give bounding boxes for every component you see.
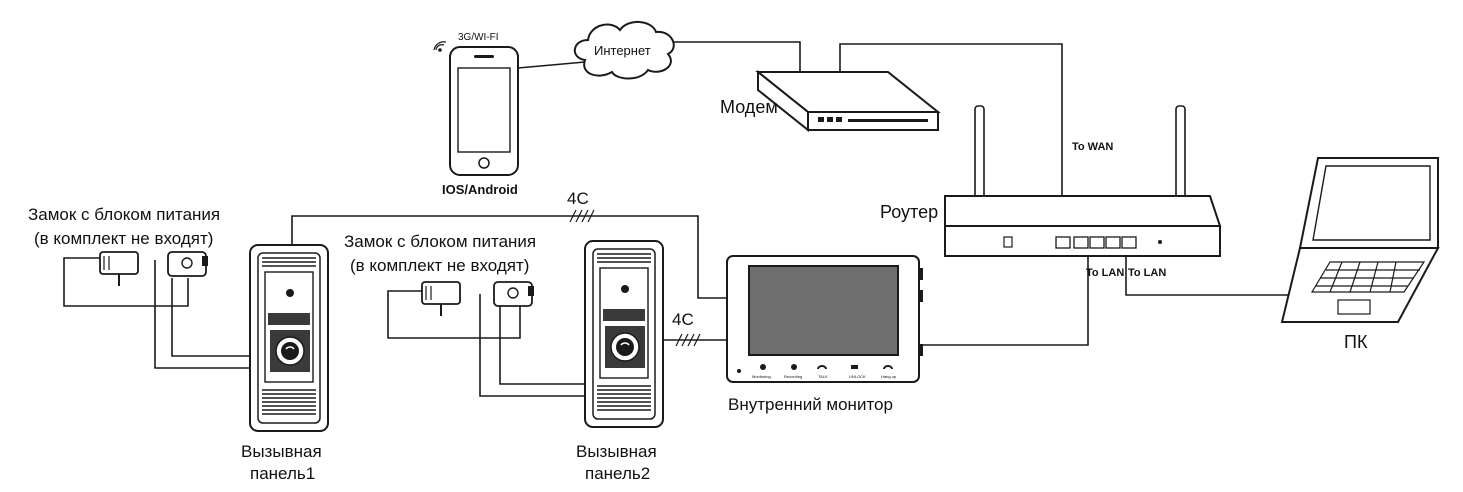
svg-text:Monitoring: Monitoring [752, 374, 771, 379]
router-label: Роутер [880, 202, 938, 222]
wire-router-monitor [920, 248, 1089, 346]
wire-lock2-panel2-a [479, 294, 585, 397]
phone-label: IOS/Android [442, 182, 518, 197]
wifi-icon [433, 41, 447, 52]
wire-phone-internet [517, 61, 586, 69]
wire-lock2-panel2-b [499, 306, 585, 385]
phone-signal-label: 3G/WI-FI [458, 32, 499, 43]
camera-icon [621, 285, 629, 293]
call-button-icon [605, 326, 645, 368]
panel1-label-line1: Вызывная [241, 442, 322, 461]
lock2-label-line1: Замок с блоком питания [344, 232, 536, 251]
panel1-label-line2: панель1 [250, 464, 315, 483]
cable-mark-top [569, 209, 595, 223]
monitor-screen [748, 265, 899, 356]
power-adapter-icon [99, 251, 139, 286]
smartphone-icon [449, 46, 519, 176]
hangup-button[interactable]: Hang up [881, 365, 897, 379]
modem-icon [755, 69, 941, 133]
camera-icon [286, 289, 294, 297]
recording-button[interactable]: Recording [784, 364, 802, 379]
cable-mark-mid [675, 333, 701, 347]
panel2-label-line1: Вызывная [576, 442, 657, 461]
call-panel-1 [249, 244, 329, 432]
to-wan-label: To WAN [1072, 141, 1113, 153]
svg-text:TALK: TALK [818, 374, 828, 379]
wire-panel1-monitor [291, 215, 727, 299]
cable-label-top: 4C [567, 189, 589, 208]
wire-lock2-loop [387, 290, 521, 339]
to-lan-label-1: To LAN [1086, 267, 1124, 279]
unlock-button[interactable]: UNLOCK [849, 365, 866, 379]
monitor-label: Внутренний монитор [728, 395, 893, 414]
panel2-label-line2: панель2 [585, 464, 650, 483]
router-icon [944, 105, 1222, 257]
monitoring-button[interactable]: Monitoring [752, 364, 771, 379]
svg-text:Recording: Recording [784, 374, 802, 379]
wire-modem-router [839, 43, 1063, 238]
lock2-label-line2: (в комплект не входят) [350, 256, 529, 275]
call-button-icon [270, 330, 310, 372]
lock-icon [493, 281, 534, 307]
laptop-icon [1280, 157, 1440, 323]
indoor-monitor: Monitoring Recording TALK UNLOCK Hang up [726, 255, 923, 383]
call-panel-2 [584, 240, 664, 428]
internet-label: Интернет [594, 43, 651, 58]
pc-label: ПК [1344, 332, 1368, 352]
modem-label: Модем [720, 97, 778, 117]
lock1-label-line2: (в комплект не входят) [34, 229, 213, 248]
lock1-label-line1: Замок с блоком питания [28, 205, 220, 224]
wire-internet-modem [668, 41, 801, 72]
wire-lock1-panel1-b [171, 278, 250, 357]
cloud-icon [573, 21, 675, 80]
cable-label-mid: 4C [672, 310, 694, 329]
to-lan-label-2: To LAN [1128, 267, 1166, 279]
lock-icon [167, 251, 208, 277]
wires [63, 41, 1300, 397]
svg-text:Hang up: Hang up [881, 374, 897, 379]
monitor-buttons: Monitoring Recording TALK UNLOCK Hang up [752, 364, 897, 379]
wire-router-pc [1125, 248, 1300, 296]
power-adapter-icon [421, 281, 461, 316]
wire-lock1-loop [63, 257, 189, 307]
wire-lock1-panel1-a [154, 260, 250, 369]
svg-text:UNLOCK: UNLOCK [849, 374, 866, 379]
talk-button[interactable]: TALK [817, 365, 828, 379]
